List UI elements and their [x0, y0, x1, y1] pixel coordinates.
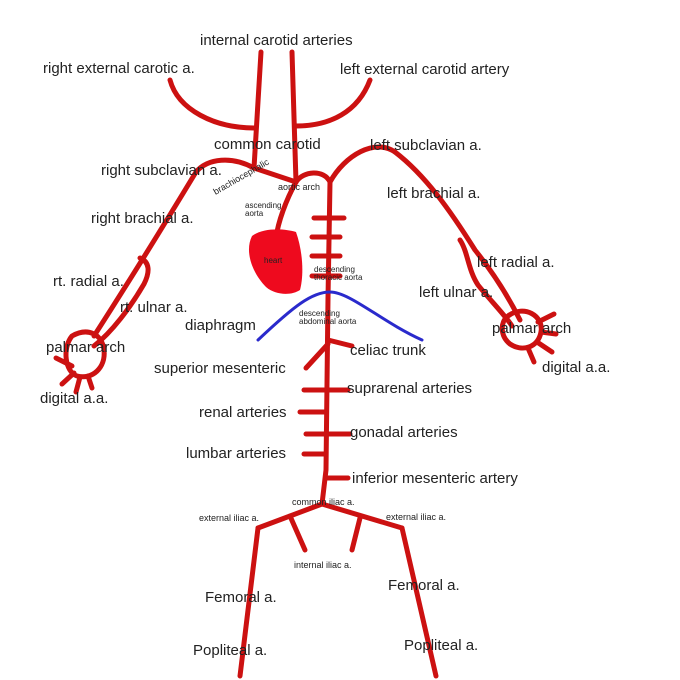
label-digital-right: digital a.a. — [40, 390, 109, 407]
label-left-subclavian: left subclavian a. — [370, 137, 482, 154]
label-popliteal-left: Popliteal a. — [404, 637, 479, 654]
label-lumbar-arteries: lumbar arteries — [186, 445, 287, 462]
label-femoral-right: Femoral a. — [205, 589, 277, 606]
label-internal-iliac: internal iliac a. — [294, 560, 352, 570]
label-suprarenal-arteries: suprarenal arteries — [347, 380, 473, 397]
left-digital-artery — [525, 345, 537, 365]
left-digital-artery — [538, 329, 559, 337]
label-diaphragm: diaphragm — [185, 317, 256, 334]
label-popliteal-right: Popliteal a. — [193, 642, 268, 659]
label-inferior-mesenteric-artery: inferior mesenteric artery — [352, 470, 518, 487]
left-external-carotid — [293, 77, 373, 129]
label-left-radial: left radial a. — [477, 254, 555, 271]
right-digital-artery — [59, 370, 77, 387]
label-gonadal-arteries: gonadal arteries — [350, 424, 458, 441]
label-heart: heart — [264, 256, 283, 265]
brachiocephalic-trunk — [251, 165, 299, 185]
label-celiac-trunk: celiac trunk — [350, 342, 426, 359]
right-digital-artery — [53, 355, 75, 369]
label-common-carotid: common carotid — [214, 136, 321, 153]
descending-aorta — [319, 179, 333, 507]
label-right-external-carotid: right external carotic a. — [43, 60, 195, 77]
label-right-subclavian: right subclavian a. — [101, 162, 222, 179]
label-palmar-arch-right: palmar arch — [46, 339, 126, 356]
intercostal-arteries — [309, 215, 347, 279]
right-internal-carotid — [251, 49, 264, 171]
right-ulnar-artery — [91, 255, 151, 349]
right-external-carotid — [167, 77, 257, 131]
label-femoral-left: Femoral a. — [388, 577, 460, 594]
label-left-external-carotid: left external carotid artery — [340, 61, 510, 78]
label-left-brachial: left brachial a. — [387, 185, 481, 202]
left-internal-carotid — [289, 49, 299, 185]
label-palmar-arch-left: palmar arch — [492, 320, 572, 337]
left-femoral-popliteal-artery — [399, 525, 439, 679]
left-digital-artery — [535, 311, 557, 325]
right-digital-artery — [73, 374, 83, 395]
label-left-ulnar: left ulnar a. — [419, 284, 494, 301]
left-subclavian-artery — [327, 144, 398, 185]
label-aortic-arch: aortic arch — [278, 182, 321, 192]
right-subclavian-artery — [193, 157, 257, 175]
right-digital-artery — [85, 373, 95, 391]
label-rt-radial: rt. radial a. — [53, 273, 124, 290]
label-right-brachial: right brachial a. — [91, 210, 194, 227]
label-common-iliac: common iliac a. — [292, 497, 355, 507]
label-digital-left: digital a.a. — [542, 359, 611, 376]
right-femoral-popliteal-artery — [237, 525, 261, 679]
left-digital-artery — [534, 339, 555, 355]
left-brachial-artery — [392, 149, 523, 323]
heart-shape — [248, 229, 303, 294]
label-external-iliac-left: external iliac a. — [386, 512, 447, 522]
label-rt-ulnar: rt. ulnar a. — [120, 299, 188, 316]
left-radial-artery — [457, 237, 515, 329]
label-renal-arteries: renal arteries — [199, 404, 287, 421]
superior-mesenteric-artery — [303, 341, 331, 371]
aortic-arch — [293, 170, 333, 185]
label-external-iliac-right: external iliac a. — [199, 513, 260, 523]
common-iliac-artery-left — [319, 501, 405, 531]
internal-iliac-artery-right — [287, 513, 308, 553]
diaphragm-curve — [256, 290, 424, 342]
right-palmar-arch — [63, 329, 107, 380]
internal-iliac-artery-left — [349, 515, 363, 553]
label-superior-mesenteric: superior mesenteric — [154, 360, 286, 377]
label-internal-carotid: internal carotid arteries — [200, 32, 353, 49]
celiac-trunk — [325, 337, 355, 349]
right-brachial-artery — [91, 169, 199, 339]
